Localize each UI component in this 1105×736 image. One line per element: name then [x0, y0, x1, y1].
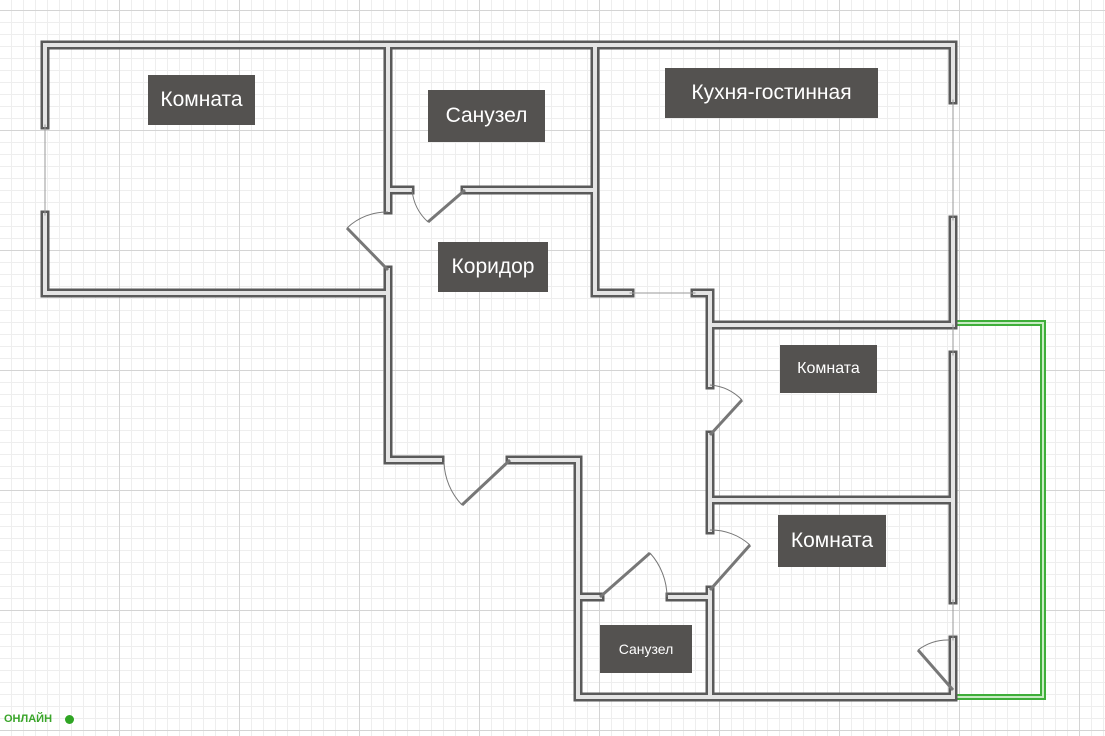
walls — [40, 40, 958, 702]
online-dot-icon — [65, 714, 75, 724]
room-label: Коридор — [438, 242, 548, 292]
room-label: Санузел — [600, 625, 692, 673]
online-label: ОНЛАЙН — [4, 713, 53, 725]
balcony — [953, 320, 1046, 700]
room-label: Комната — [148, 75, 255, 125]
room-label: Санузел — [428, 90, 545, 142]
doors — [345, 188, 955, 691]
room-label: Комната — [778, 515, 886, 567]
room-label: Комната — [780, 345, 877, 393]
room-label: Кухня-гостинная — [665, 68, 878, 118]
online-status: ОНЛАЙН — [4, 713, 75, 725]
